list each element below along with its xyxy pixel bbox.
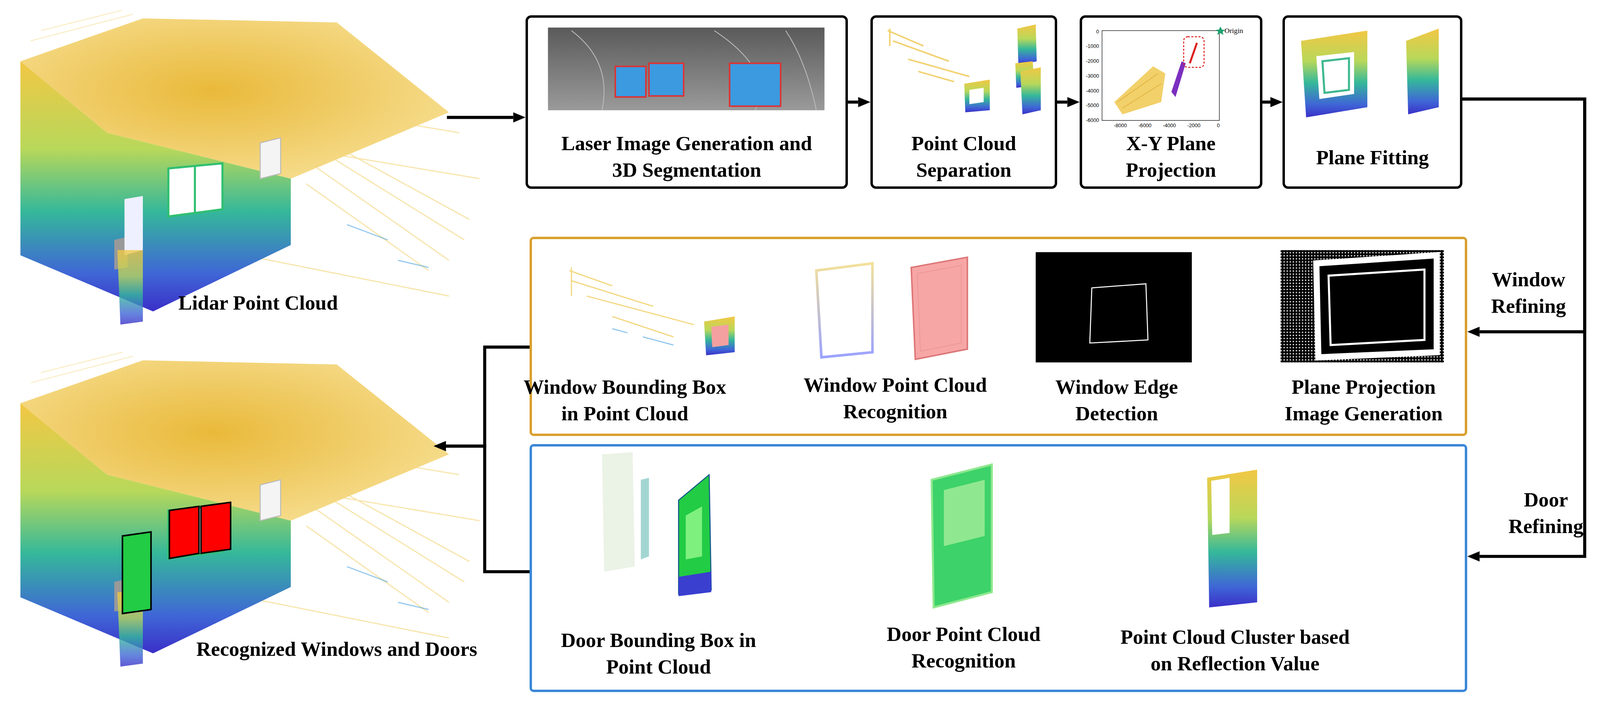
lidar-point-cloud-illustration bbox=[20, 10, 480, 325]
axis-tick: -4000 bbox=[1162, 122, 1176, 129]
process-box: X-Y Plane Projection bbox=[1079, 15, 1263, 189]
connector-line bbox=[847, 100, 858, 104]
window-recognition-thumbnail bbox=[816, 257, 968, 360]
plot-legend-label: Origin bbox=[1224, 26, 1244, 36]
process-box: Plane Fitting bbox=[1282, 15, 1462, 189]
plane-fitting-thumbnail bbox=[1301, 28, 1439, 118]
flow-arrow bbox=[1057, 96, 1080, 108]
axis-tick: -3000 bbox=[1086, 73, 1099, 79]
door-recognition-thumbnail bbox=[931, 464, 992, 608]
arrow-head bbox=[1467, 550, 1480, 561]
step-panel: Window Edge Detection bbox=[1029, 245, 1204, 429]
flow-arrow bbox=[1262, 96, 1283, 108]
reflection-cluster-thumbnail bbox=[1207, 469, 1258, 607]
step-caption: Plane Projection Image Generation bbox=[1266, 373, 1461, 427]
step-caption: Window Point Cloud Recognition bbox=[783, 371, 1008, 425]
flow-arrow bbox=[1462, 98, 1585, 337]
connector-line bbox=[1462, 98, 1585, 332]
arrow-head bbox=[858, 96, 871, 108]
axis-tick: 0 bbox=[1216, 122, 1220, 129]
connector-line bbox=[1462, 98, 1585, 557]
axis-tick: -4000 bbox=[1086, 88, 1099, 94]
axis-tick: -2000 bbox=[1187, 122, 1201, 129]
step-caption: Plane Fitting bbox=[1285, 144, 1460, 172]
arrow-head bbox=[433, 440, 446, 451]
illustration-panel: Recognized Windows and Doors bbox=[239, 352, 434, 669]
window-refining-group: Window Bounding Box in Point CloudWindow… bbox=[529, 236, 1468, 436]
step-panel: Window Bounding Box in Point Cloud bbox=[539, 245, 711, 429]
step-caption: Recognized Windows and Doors bbox=[196, 635, 478, 663]
step-caption: Door Bounding Box in Point Cloud bbox=[560, 626, 757, 681]
separated-point-cloud-thumbnail bbox=[887, 24, 1041, 115]
axis-tick: -5000 bbox=[1086, 102, 1099, 109]
step-panel: Door Point Cloud Recognition bbox=[861, 452, 1066, 685]
arrow-head bbox=[1270, 96, 1283, 108]
step-panel: Plane Projection Image Generation bbox=[1266, 245, 1461, 429]
arrow-head bbox=[1067, 96, 1080, 108]
flow-arrow bbox=[447, 112, 526, 123]
axis-tick: -6000 bbox=[1086, 117, 1099, 124]
axis-tick: -6000 bbox=[1138, 122, 1152, 129]
connector-line bbox=[445, 445, 530, 572]
step-caption: Lidar Point Cloud bbox=[178, 289, 338, 317]
axis-tick: 0 bbox=[1096, 28, 1099, 35]
door-refining-group: Door Bounding Box in Point CloudDoor Poi… bbox=[529, 443, 1468, 692]
axis-tick: -8000 bbox=[1113, 122, 1127, 129]
door-bounding-box-thumbnail bbox=[602, 451, 712, 596]
flow-arrow bbox=[433, 346, 530, 452]
axis-tick: -2000 bbox=[1086, 58, 1099, 64]
edge-detection-thumbnail bbox=[1035, 251, 1192, 363]
step-panel: Point Cloud Cluster based on Reflection … bbox=[1102, 452, 1368, 685]
flow-arrow bbox=[847, 96, 871, 108]
step-panel: Window Point Cloud Recognition bbox=[793, 245, 998, 429]
step-caption: X-Y Plane Projection bbox=[1084, 130, 1258, 184]
plane-projection-thumbnail bbox=[1280, 249, 1444, 363]
arrow-head bbox=[1467, 326, 1480, 337]
connector-line bbox=[1262, 100, 1271, 104]
connector-line bbox=[447, 115, 514, 120]
projection-plot-thumbnail bbox=[1102, 26, 1226, 121]
axis-tick: -1000 bbox=[1086, 43, 1099, 50]
step-panel: Door Bounding Box in Point Cloud bbox=[571, 452, 746, 685]
edge-label: Window Refining bbox=[1482, 266, 1575, 320]
step-caption: Window Edge Detection bbox=[1035, 373, 1199, 427]
recognized-point-cloud-illustration bbox=[20, 352, 480, 667]
laser-image-thumbnail bbox=[548, 27, 825, 110]
step-caption: Laser Image Generation and 3D Segmentati… bbox=[548, 130, 825, 184]
connector-line bbox=[445, 346, 530, 446]
step-caption: Door Point Cloud Recognition bbox=[856, 620, 1071, 675]
edge-label: Door Refining bbox=[1499, 486, 1592, 541]
window-bounding-box-thumbnail bbox=[569, 267, 735, 355]
arrow-head bbox=[513, 112, 526, 123]
connector-line bbox=[1057, 100, 1068, 104]
arrow-head bbox=[433, 440, 446, 451]
illustration-panel: Lidar Point Cloud bbox=[69, 10, 447, 322]
process-box: Laser Image Generation and 3D Segmentati… bbox=[525, 15, 848, 189]
step-caption: Point Cloud Cluster based on Reflection … bbox=[1108, 623, 1362, 677]
step-caption: Point Cloud Separation bbox=[876, 130, 1051, 184]
process-box: Point Cloud Separation bbox=[870, 15, 1058, 189]
flow-arrow bbox=[433, 440, 530, 572]
step-caption: Window Bounding Box in Point Cloud bbox=[520, 373, 730, 427]
